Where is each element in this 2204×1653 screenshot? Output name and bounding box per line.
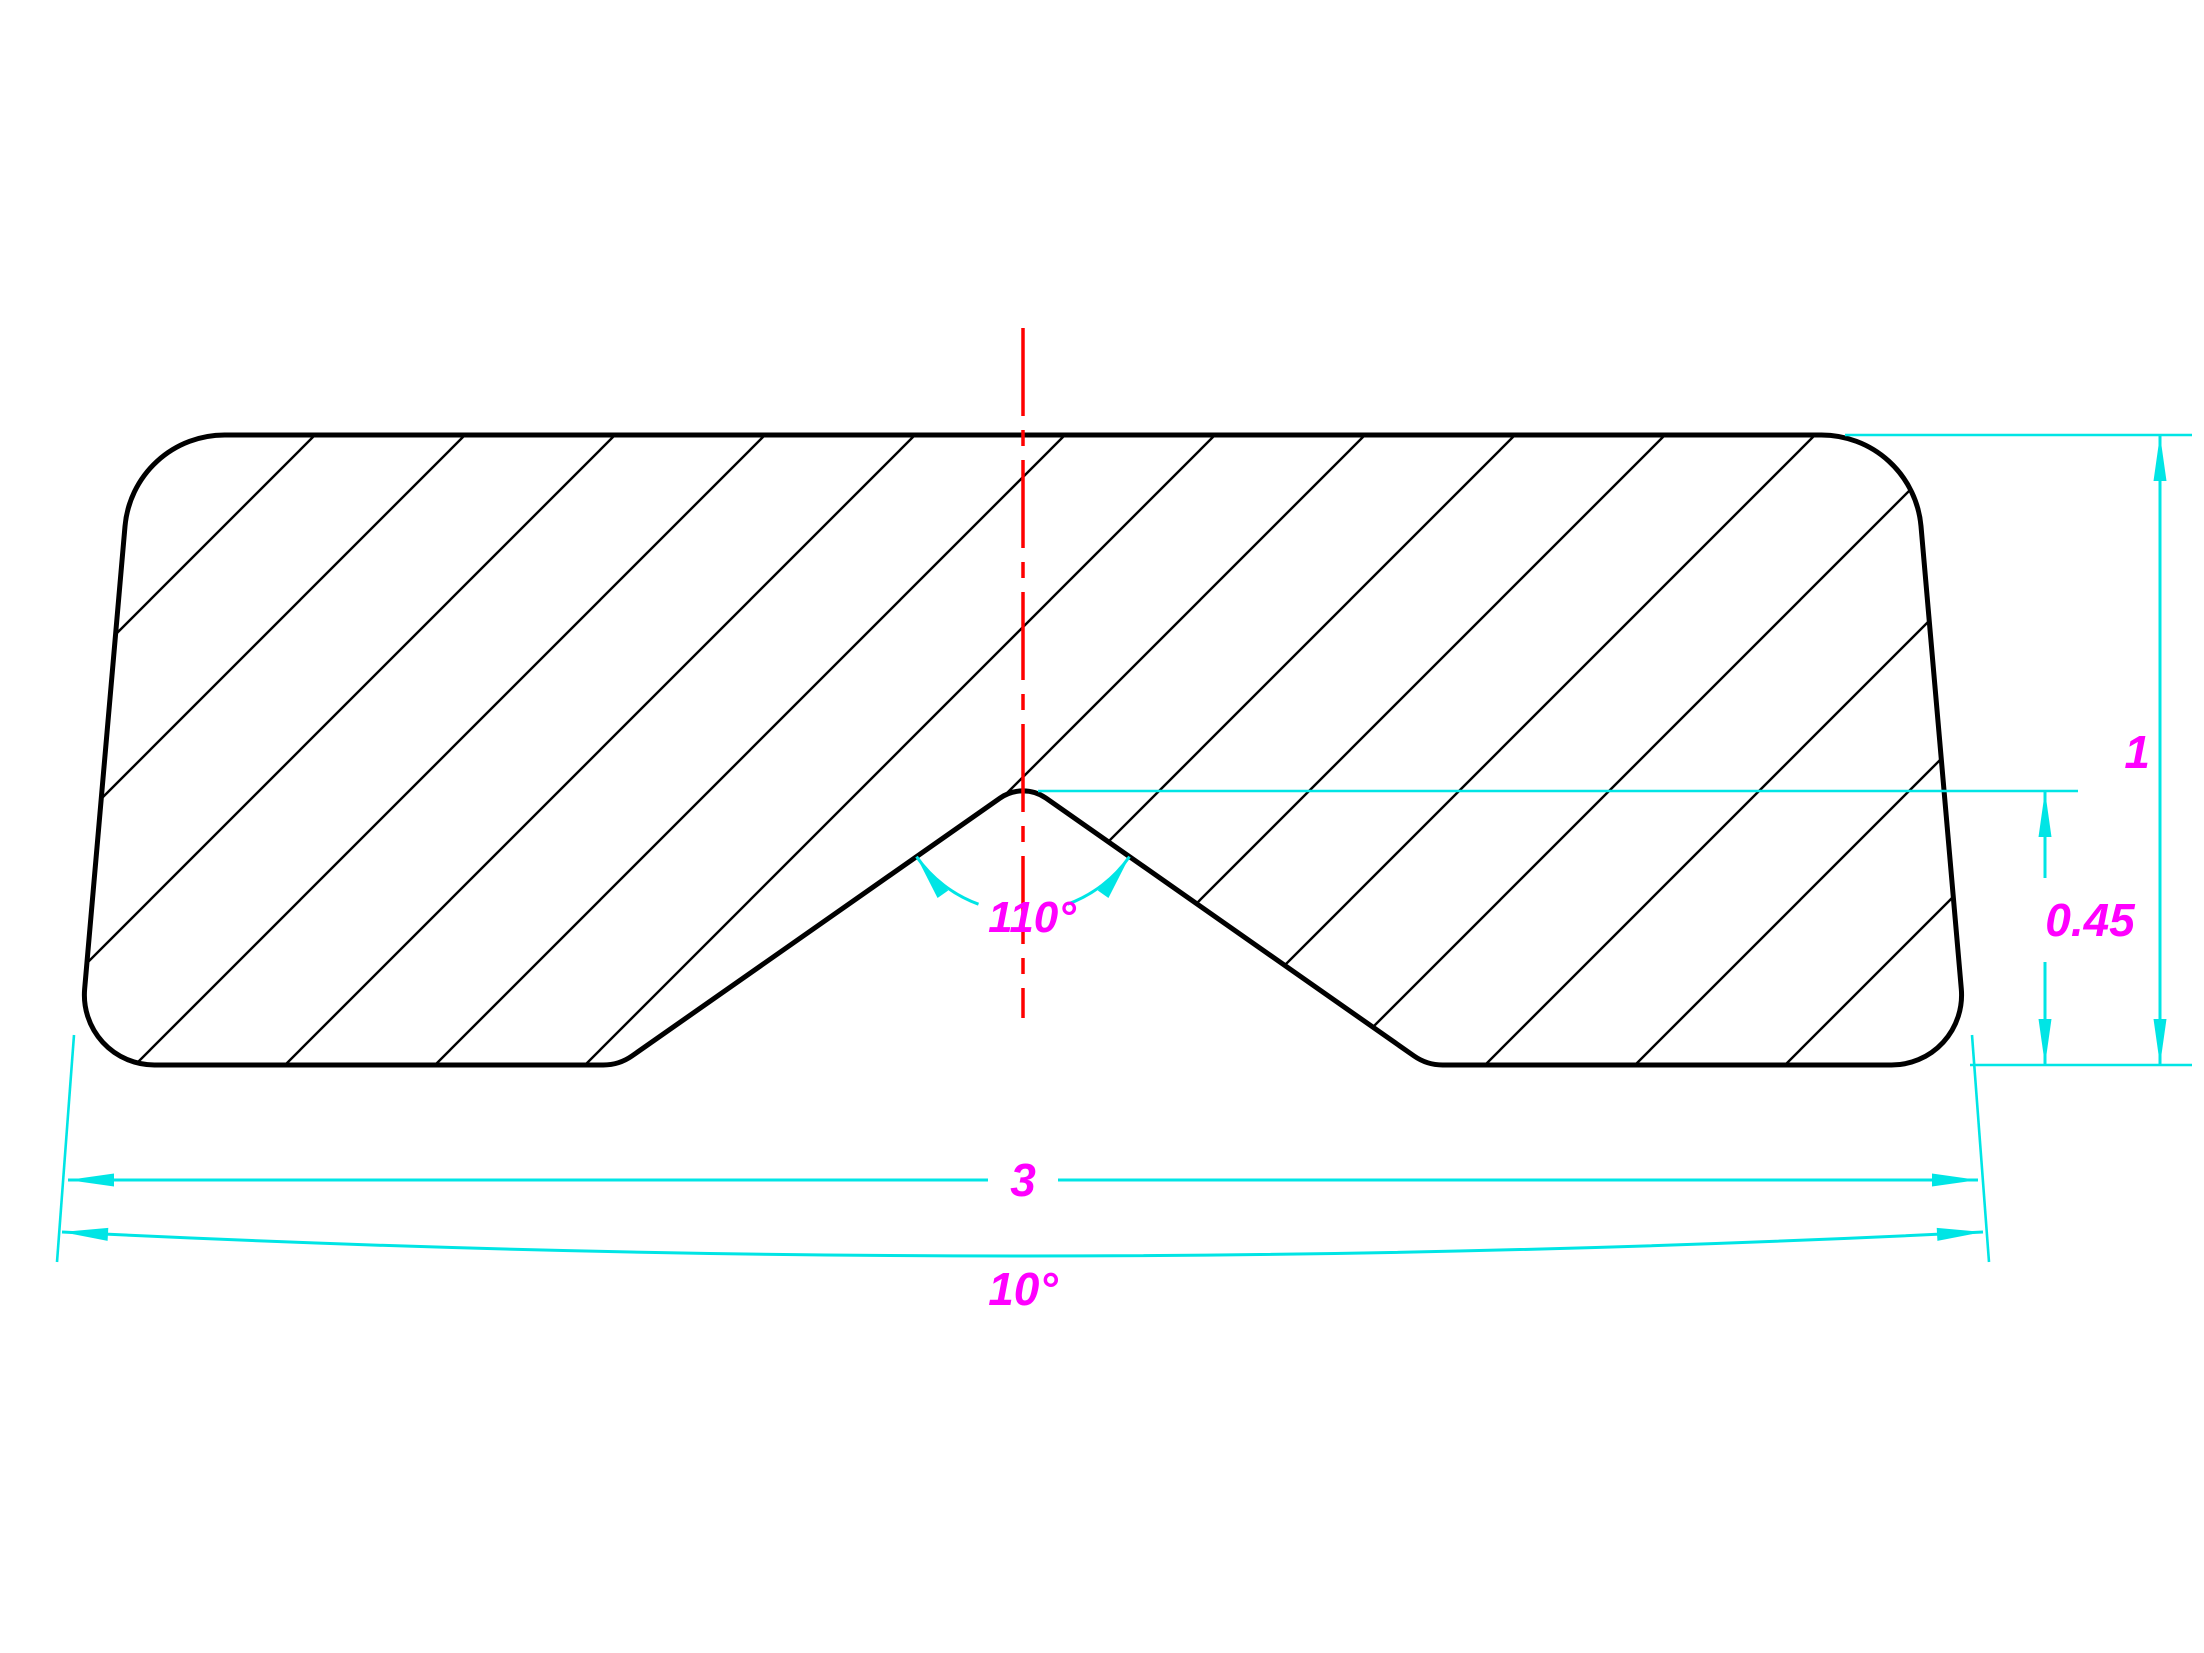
angle-arc: [61, 1230, 1984, 1258]
height-dimension: 1: [1845, 433, 2192, 1067]
notch-angle-value: 110°: [988, 893, 1076, 942]
width-dimension-value: 3: [1010, 1154, 1036, 1206]
taper-angle-value: 10°: [988, 1263, 1058, 1315]
arrowhead-icon: [61, 1225, 109, 1241]
notch-height-dimension-value: 0.45: [2045, 894, 2136, 946]
arrowhead-icon: [2038, 1019, 2052, 1065]
extension-line-right: [1970, 1034, 1991, 1263]
arrowhead-icon: [1932, 1173, 1978, 1187]
notch-angle-dimension: 110°: [911, 852, 1135, 942]
arrowhead-icon: [1936, 1225, 1984, 1241]
arrowhead-icon: [2153, 435, 2167, 481]
taper-angle-dimension: 10°: [61, 1225, 1984, 1315]
arrowhead-icon: [2153, 1019, 2167, 1065]
arrowhead-icon: [2038, 791, 2052, 837]
arrowhead-icon: [1097, 852, 1135, 899]
height-dimension-value: 1: [2124, 726, 2150, 778]
width-dimension: 3: [55, 1034, 1991, 1263]
angle-arc-left: [915, 855, 980, 906]
arrowhead-icon: [68, 1173, 114, 1187]
angle-arc-right: [1066, 855, 1131, 906]
notch-height-dimension: 0.45: [1038, 789, 2136, 1065]
arrowhead-icon: [911, 852, 949, 899]
extension-line-left: [55, 1034, 76, 1263]
